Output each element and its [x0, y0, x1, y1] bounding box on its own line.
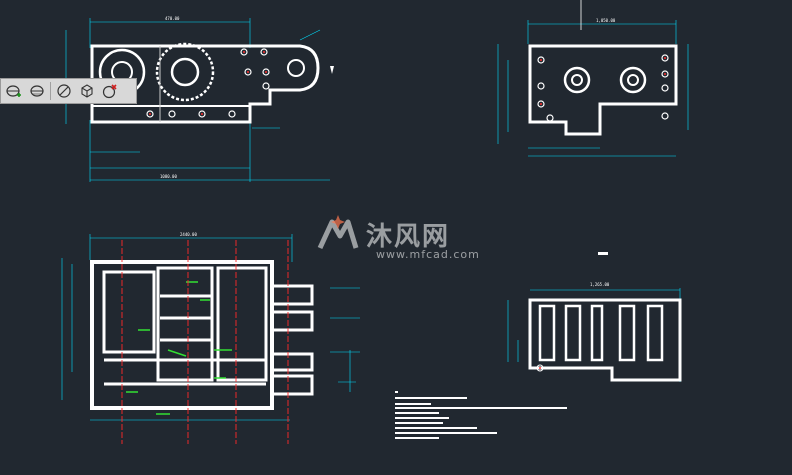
side-view-width-label: 1,050.00	[596, 18, 616, 23]
layers-icon	[30, 85, 44, 97]
bottom-right-view: 1,265.00	[507, 252, 682, 382]
top-view-total-label: 1080.00	[160, 174, 177, 179]
top-left-view	[65, 18, 330, 182]
orbit-button[interactable]	[54, 81, 74, 101]
close-view-icon	[102, 84, 117, 99]
watermark: 沐风网 www.mfcad.com	[316, 214, 486, 274]
zoom-window-button[interactable]	[27, 81, 47, 101]
bottom-left-view: 2440.00	[61, 232, 360, 444]
watermark-title: 沐风网	[366, 222, 451, 252]
front-view-width-label: 2440.00	[180, 232, 197, 237]
top-left-hole-markers	[149, 51, 267, 115]
watermark-url: www.mfcad.com	[376, 248, 480, 261]
layers-add-icon	[6, 85, 21, 97]
top-right-view: 1,050.00	[497, 0, 689, 157]
3d-view-button[interactable]	[77, 81, 97, 101]
toolbar-separator	[50, 82, 51, 100]
mfcad-logo-icon	[317, 215, 359, 250]
view-toolbar	[0, 78, 137, 104]
top-view-width-label: 470.00	[165, 16, 180, 21]
zoom-extents-button[interactable]	[4, 81, 24, 101]
small-view-width-label: 1,265.00	[590, 282, 610, 287]
orbit-icon	[57, 84, 71, 98]
top-left-outline	[90, 42, 320, 124]
close-view-button[interactable]	[100, 81, 120, 101]
cursor-mark	[330, 66, 334, 74]
technical-notes	[395, 391, 567, 439]
top-left-bolt-holes	[146, 48, 270, 118]
cube-icon	[81, 84, 93, 98]
